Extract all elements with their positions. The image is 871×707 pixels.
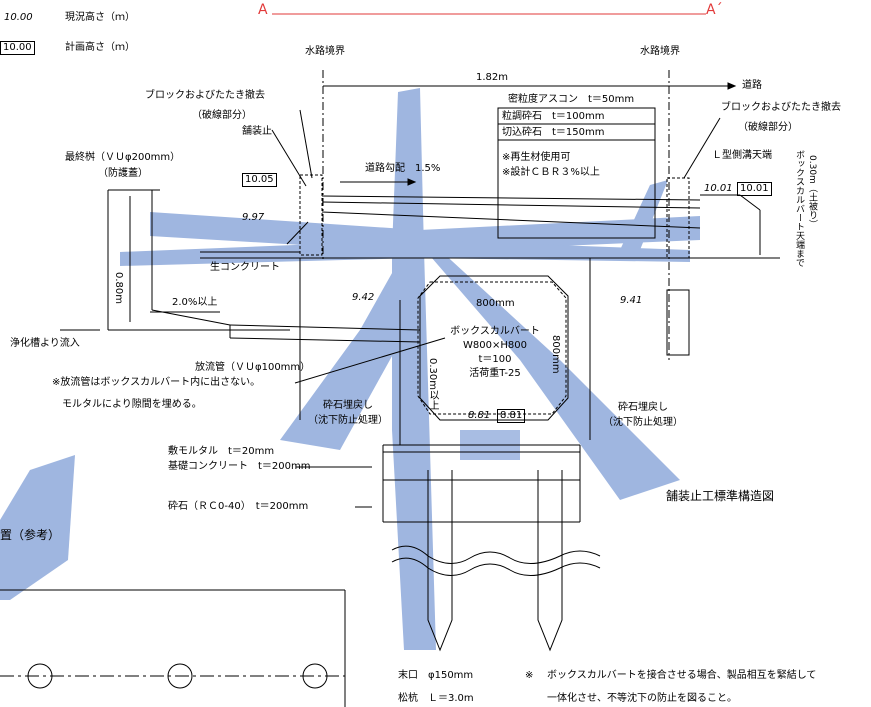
legend-current-label: 現況高さ（ｍ） xyxy=(65,12,135,23)
road-label: 道路 xyxy=(742,80,762,91)
block-left-sub: （破線部分） xyxy=(192,110,252,121)
mortar-label: 敷モルタル t＝20mm xyxy=(168,446,275,457)
block-right-label: ブロックおよびたたき撤去 xyxy=(721,102,841,113)
pavement-layer-2: 粒調砕石 t＝100mm xyxy=(502,111,605,122)
pavement-layer-3: 切込砕石 t＝150mm xyxy=(502,127,605,138)
vertical-note-1: ボックスカルバート天端まで xyxy=(794,150,804,267)
slope-label: 2.0%以上 xyxy=(172,297,218,308)
elevation-1001: 10.01 xyxy=(704,183,733,194)
pave-stop-label: 舗装止 xyxy=(242,126,272,137)
pavement-layer-1: 密粒度アスコン t＝50mm xyxy=(508,94,635,105)
boundary-right-label: 水路境界 xyxy=(640,46,680,57)
elevation-881-plan: 8.81 xyxy=(497,409,526,423)
note-line-1: ボックスカルバートを接合させる場合、製品相互を緊結して xyxy=(547,670,817,681)
elevation-942: 9.42 xyxy=(352,292,375,303)
culvert-width: 800mm xyxy=(476,298,515,309)
backfill-right-2: （沈下防止処理） xyxy=(603,417,683,428)
elevation-941: 9.41 xyxy=(620,295,643,306)
base-concrete-label: 基礎コンクリート t＝200mm xyxy=(168,461,311,472)
backfill-left-2: （沈下防止処理） xyxy=(308,415,388,426)
final-basin-sub: （防護蓋） xyxy=(98,168,148,179)
basin-height: 0.80m xyxy=(113,272,124,305)
fresh-concrete-label: 生コンクリート xyxy=(210,262,280,273)
elevation-1001-plan: 10.01 xyxy=(737,182,772,196)
watermark-glyph xyxy=(0,88,700,650)
elevation-997: 9.97 xyxy=(242,212,265,223)
section-mark-a-prime: A´ xyxy=(706,2,723,18)
elevation-1005: 10.05 xyxy=(242,173,277,187)
block-right-sub: （破線部分） xyxy=(738,122,798,133)
legend-plan-value: 10.00 xyxy=(0,41,35,55)
legend-current-value: 10.00 xyxy=(4,12,33,23)
vertical-note-2: 0.30m（土被り） xyxy=(807,155,817,229)
culvert-load: 活荷重T-25 xyxy=(469,368,521,379)
drawing-title: 舗装止工標準構造図 xyxy=(666,489,775,503)
note-mark: ※ xyxy=(525,670,534,681)
backfill-right-1: 砕石埋戻し xyxy=(618,402,668,413)
backfill-left-1: 砕石埋戻し xyxy=(323,400,373,411)
cover-depth: 0.30m以上 xyxy=(427,358,438,411)
discharge-note-1: ※放流管はボックスカルバート内に出さない。 xyxy=(52,377,261,388)
l-gutter-label: Ｌ型側溝天端 xyxy=(712,150,772,161)
note-cbr: ※設計ＣＢＲ３%以上 xyxy=(502,167,600,178)
elevation-881: 8.81 xyxy=(468,410,491,421)
discharge-note-2: モルタルにより隙間を埋める。 xyxy=(62,399,202,410)
left-fragment-title: 置（参考） xyxy=(0,528,61,542)
inflow-label: 浄化槽より流入 xyxy=(10,338,80,349)
pile-length-label: 松杭 Ｌ＝3.0m xyxy=(398,693,474,704)
road-slope-label: 道路勾配 1.5% xyxy=(365,163,441,174)
discharge-label: 放流管（ＶＵφ100mm） xyxy=(195,362,311,373)
note-line-2: 一体化させ、不等沈下の防止を図ること。 xyxy=(547,693,737,704)
culvert-height: 800mm xyxy=(550,335,561,374)
pile-end-label: 末口 φ150mm xyxy=(398,670,474,681)
legend-plan-label: 計画高さ（ｍ） xyxy=(65,42,135,53)
final-basin-label: 最終桝（ＶＵφ200mm） xyxy=(65,152,181,163)
culvert-thickness: t＝100 xyxy=(478,354,512,365)
culvert-title: ボックスカルバート xyxy=(450,326,540,337)
block-left-label: ブロックおよびたたき撤去 xyxy=(145,90,265,101)
boundary-left-label: 水路境界 xyxy=(305,46,345,57)
section-mark-a: A xyxy=(258,2,268,18)
crushed-stone-label: 砕石（ＲＣ0-40） t＝200mm xyxy=(168,501,309,512)
culvert-size: W800×H800 xyxy=(463,340,527,351)
note-recycled: ※再生材使用可 xyxy=(502,152,571,163)
width-dimension: 1.82m xyxy=(476,72,509,83)
